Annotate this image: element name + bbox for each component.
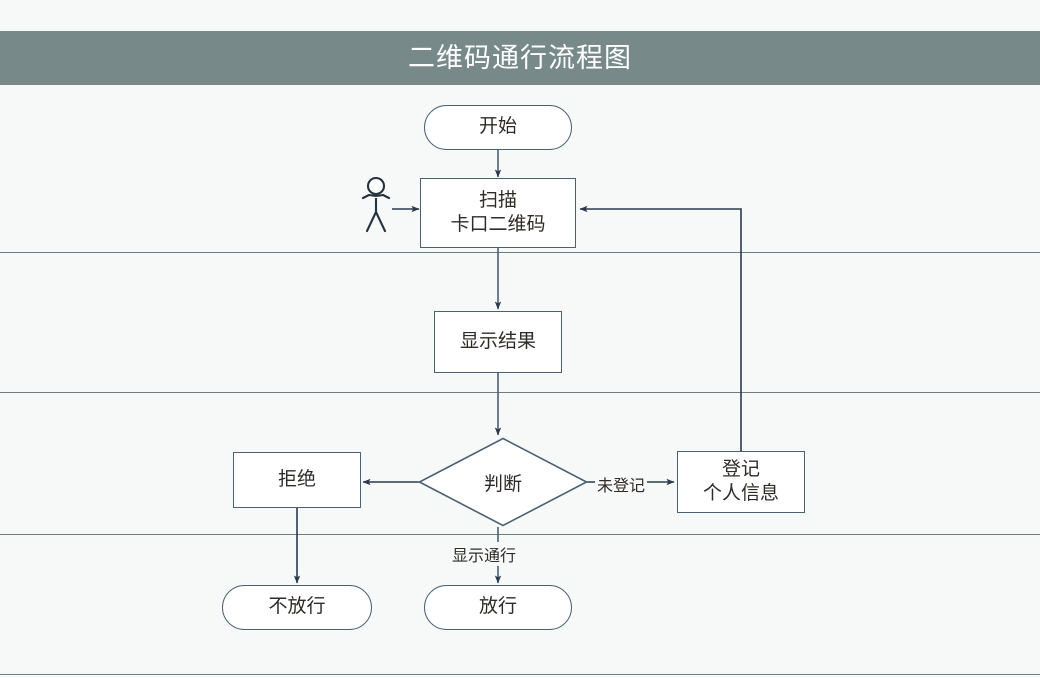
node-register[interactable]: 登记 个人信息	[677, 451, 805, 513]
stick-figure-actor-icon	[355, 175, 397, 235]
edge-register-to-scan	[579, 205, 742, 451]
node-show-result[interactable]: 显示结果	[434, 311, 562, 373]
node-decision-label: 判断	[483, 473, 522, 495]
top-strip	[0, 0, 1040, 31]
swimlane-divider-4	[0, 674, 1040, 675]
node-show-result-label: 显示结果	[459, 330, 536, 352]
edge-label-not-registered: 未登记	[595, 472, 648, 496]
node-deny-label: 不放行	[268, 596, 326, 618]
swimlane-divider-3	[0, 534, 1040, 535]
node-start[interactable]: 开始	[424, 105, 572, 150]
swimlane-divider-2	[0, 392, 1040, 393]
node-register-label: 登记 个人信息	[702, 458, 779, 504]
node-reject[interactable]: 拒绝	[233, 452, 361, 508]
node-allow-label: 放行	[478, 596, 517, 618]
node-allow[interactable]: 放行	[424, 585, 572, 630]
node-reject-label: 拒绝	[277, 468, 316, 490]
node-scan[interactable]: 扫描 卡口二维码	[420, 178, 576, 248]
diagram-canvas: 开始 扫描 卡口二维码 显示结果 判断 拒绝 登记 个人信息 不放行 放行 未登…	[0, 85, 1040, 678]
node-scan-label: 扫描 卡口二维码	[450, 189, 546, 235]
edge-label-show-pass: 显示通行	[450, 542, 519, 566]
node-decision[interactable]: 判断	[418, 437, 588, 527]
node-start-label: 开始	[478, 116, 517, 138]
swimlane-divider-1	[0, 252, 1040, 253]
page-title: 二维码通行流程图	[408, 42, 632, 73]
decision-diamond-shape	[418, 437, 588, 527]
node-deny[interactable]: 不放行	[222, 585, 372, 630]
diagram-title-bar: 二维码通行流程图	[0, 31, 1040, 85]
